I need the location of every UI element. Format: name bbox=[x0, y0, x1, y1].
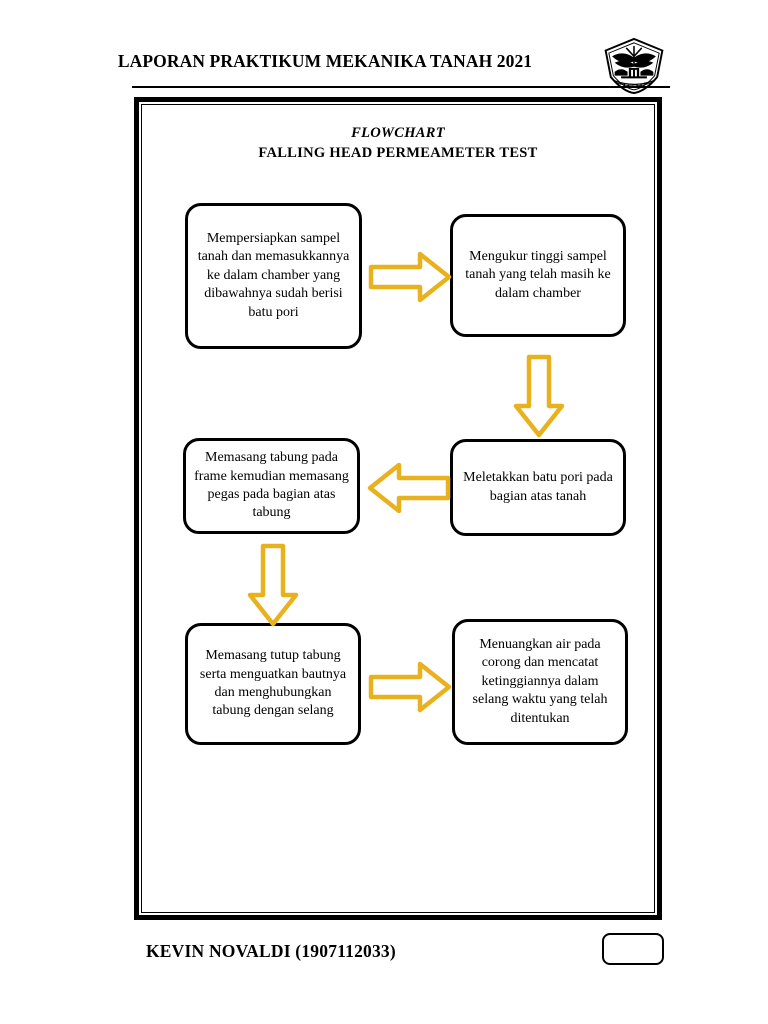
flowchart-step-box[interactable]: Mengukur tinggi sampel tanah yang telah … bbox=[450, 214, 626, 337]
flowchart-step-box[interactable]: Meletakkan batu pori pada bagian atas ta… bbox=[450, 439, 626, 536]
flowchart-step-box[interactable]: Mempersiapkan sampel tanah dan memasukka… bbox=[185, 203, 362, 349]
universitas-riau-shield-logo-icon bbox=[601, 37, 667, 95]
flowchart-step-label: Menuangkan air pada corong dan mencatat … bbox=[472, 636, 608, 726]
document-footer: KEVIN NOVALDI (1907112033) bbox=[0, 920, 768, 1024]
author-name-label: KEVIN NOVALDI (1907112033) bbox=[146, 941, 396, 961]
document-page-frame-inner-rule bbox=[141, 104, 655, 913]
flowchart-step-box[interactable]: Memasang tutup tabung serta menguatkan b… bbox=[185, 623, 361, 745]
flowchart-step-label: Mengukur tinggi sampel tanah yang telah … bbox=[465, 248, 611, 301]
flowchart-step-label: Memasang tutup tabung serta menguatkan b… bbox=[199, 648, 347, 719]
arrow-right-icon bbox=[368, 249, 452, 305]
document-page-frame: FLOWCHART FALLING HEAD PERMEAMETER TEST … bbox=[134, 97, 662, 920]
arrow-down-icon bbox=[245, 543, 301, 627]
page-title: LAPORAN PRAKTIKUM MEKANIKA TANAH 2021 bbox=[117, 51, 533, 71]
flowchart-step-label: Memasang tabung pada frame kemudian mema… bbox=[194, 450, 349, 521]
arrow-down-icon bbox=[511, 354, 567, 438]
flowchart-title-primary: FLOWCHART bbox=[351, 125, 445, 141]
flowchart-step-box[interactable]: Memasang tabung pada frame kemudian mema… bbox=[183, 438, 360, 534]
header-divider-rule bbox=[132, 86, 670, 88]
flowchart-title-secondary: FALLING HEAD PERMEAMETER TEST bbox=[258, 145, 538, 161]
flowchart-step-label: Mempersiapkan sampel tanah dan memasukka… bbox=[197, 230, 350, 320]
arrow-left-icon bbox=[367, 460, 451, 516]
flowchart-step-box[interactable]: Menuangkan air pada corong dan mencatat … bbox=[452, 619, 628, 745]
flowchart-step-label: Meletakkan batu pori pada bagian atas ta… bbox=[463, 470, 613, 504]
document-header: LAPORAN PRAKTIKUM MEKANIKA TANAH 2021 bbox=[0, 0, 768, 97]
page-number-box bbox=[602, 933, 664, 965]
arrow-right-icon bbox=[368, 659, 452, 715]
